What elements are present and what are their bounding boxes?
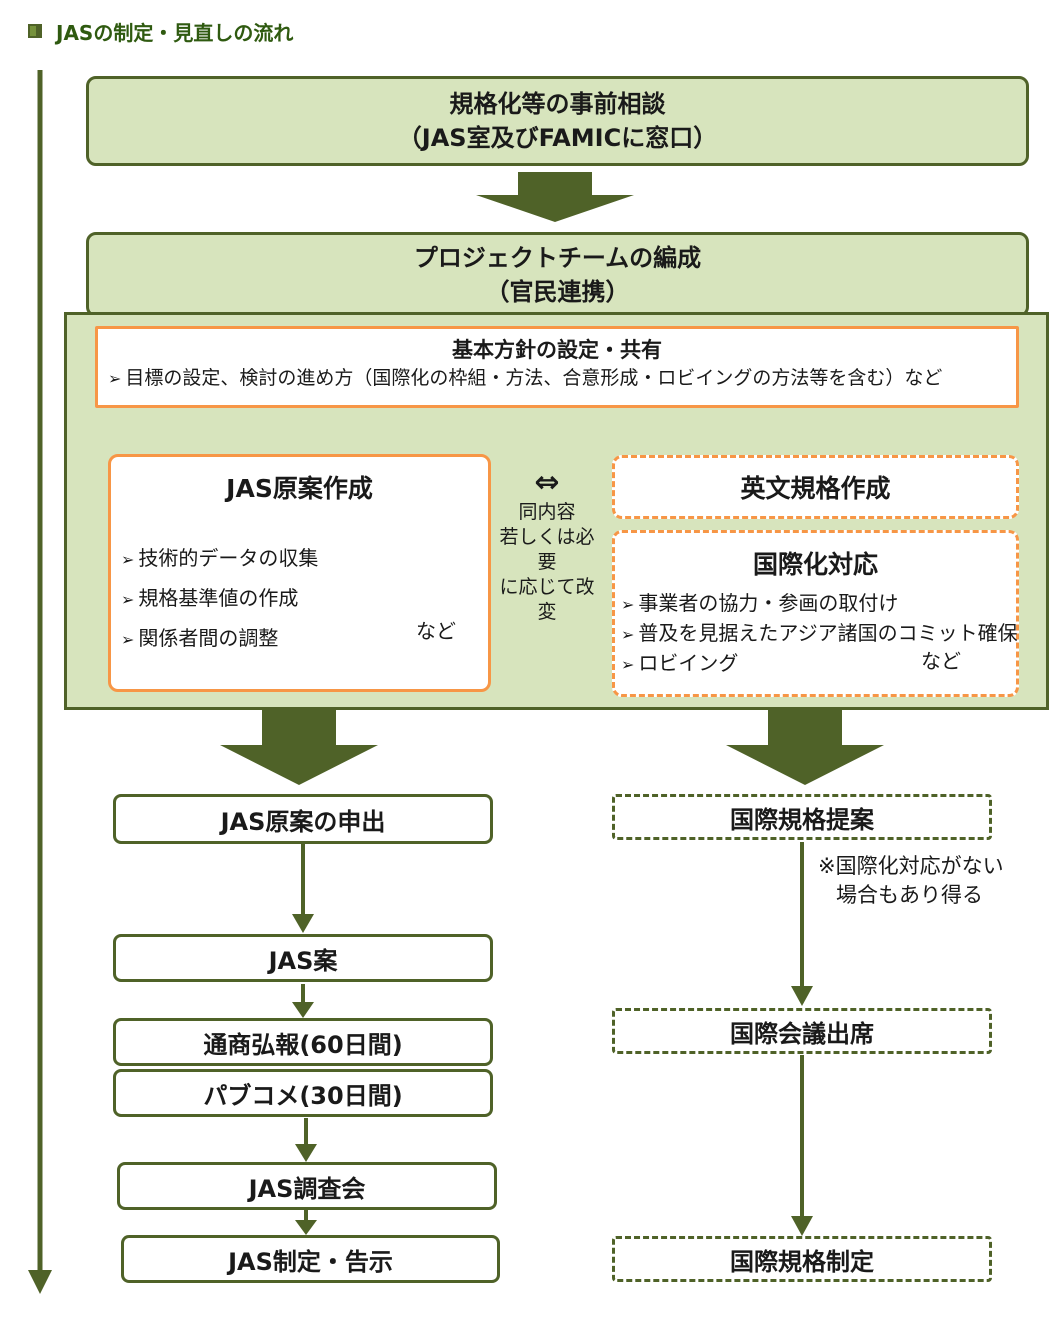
english-standard-box: 英文規格作成 [612,455,1019,519]
intl-response-box: 国際化対応 事業者の協力・参画の取付け 普及を見据えたアジア諸国のコミット確保 … [612,530,1019,697]
arrow-left-2 [292,1002,314,1018]
flow-jas-draft-submission: JAS原案の申出 [113,794,493,844]
flow-intl-standard-enactment: 国際規格制定 [612,1236,992,1282]
intl-response-item: ロビイング [621,649,1018,679]
flow-jas-enactment: JAS制定・告示 [121,1235,500,1283]
middle-note-line1: 同内容 [518,501,576,523]
heading-square-icon [28,24,42,38]
team-box: プロジェクトチームの編成 （官民連携） [86,232,1029,317]
policy-list: 目標の設定、検討の進め方（国際化の枠組・方法、合意形成・ロビイングの方法等を含む… [108,363,1006,394]
arrow-right-1 [791,986,813,1006]
jas-draft-item: 技術的データの収集 [121,539,318,579]
jas-draft-title: JAS原案作成 [226,474,373,503]
flow-jas-proposal: JAS案 [113,934,493,982]
flow-intl-standard-proposal: 国際規格提案 [612,794,992,840]
big-arrow-consult-to-team [476,172,634,222]
double-arrow-icon: ⇔ [534,465,560,500]
section-heading: JASの制定・見直しの流れ [28,16,293,46]
right-note-line1: ※国際化対応がない [818,854,1004,878]
consult-box: 規格化等の事前相談 （JAS室及びFAMICに窓口） [86,76,1029,166]
flow-label: パブコメ(30日間) [203,1081,403,1110]
right-note: ※国際化対応がない 場合もあり得る [818,852,1004,910]
team-line2: （官民連携） [485,278,630,306]
intl-response-item: 事業者の協力・参画の取付け [621,589,1018,619]
policy-box: 基本方針の設定・共有 目標の設定、検討の進め方（国際化の枠組・方法、合意形成・ロ… [95,326,1019,408]
jas-draft-list: 技術的データの収集 規格基準値の作成 関係者間の調整 [121,539,318,659]
flow-label: 国際規格制定 [730,1247,874,1276]
flow-trade-bulletin: 通商弘報(60日間) [113,1018,493,1066]
flow-label: JAS制定・告示 [228,1247,393,1276]
timeline-arrowhead [28,1270,52,1294]
team-line1: プロジェクトチームの編成 [413,244,702,272]
intl-response-list: 事業者の協力・参画の取付け 普及を見据えたアジア諸国のコミット確保 ロビイング [621,589,1018,679]
flow-label: JAS原案の申出 [220,807,386,836]
flow-label: JAS調査会 [248,1174,366,1203]
policy-bullet: 目標の設定、検討の進め方（国際化の枠組・方法、合意形成・ロビイングの方法等を含む… [108,363,1006,394]
middle-note-line2: 若しくは必要 [499,526,595,573]
arrow-left-1 [292,914,314,933]
intl-response-title: 国際化対応 [752,550,878,579]
policy-title: 基本方針の設定・共有 [452,338,662,362]
heading-text: JASの制定・見直しの流れ [56,20,294,45]
flow-intl-meeting: 国際会議出席 [612,1008,992,1054]
big-arrow-left-out [220,710,378,785]
jas-draft-item: 規格基準値の作成 [121,579,318,619]
arrow-left-3 [295,1144,317,1162]
english-standard-title: 英文規格作成 [740,474,891,503]
right-note-line2: 場合もあり得る [836,883,983,907]
flow-label: JAS案 [268,946,338,975]
flow-label: 国際規格提案 [730,805,874,834]
jas-draft-box: JAS原案作成 技術的データの収集 規格基準値の作成 関係者間の調整 など [108,454,491,692]
flow-label: 通商弘報(60日間) [203,1030,403,1059]
middle-note-line3: に応じて改変 [499,576,595,623]
intl-response-suffix: など [921,649,961,673]
flow-public-comment: パブコメ(30日間) [113,1069,493,1117]
middle-note: ⇔ 同内容 若しくは必要 に応じて改変 [491,466,603,625]
arrow-left-4 [295,1220,317,1235]
consult-line1: 規格化等の事前相談 [449,90,666,118]
flow-label: 国際会議出席 [730,1019,874,1048]
flow-jas-council: JAS調査会 [117,1162,497,1210]
consult-line2: （JAS室及びFAMICに窓口） [397,124,718,152]
big-arrow-right-out [726,710,884,785]
jas-draft-item: 関係者間の調整 [121,619,318,659]
jas-draft-suffix: など [416,619,456,643]
intl-response-item: 普及を見据えたアジア諸国のコミット確保 [621,619,1017,649]
arrow-right-2 [791,1216,813,1236]
